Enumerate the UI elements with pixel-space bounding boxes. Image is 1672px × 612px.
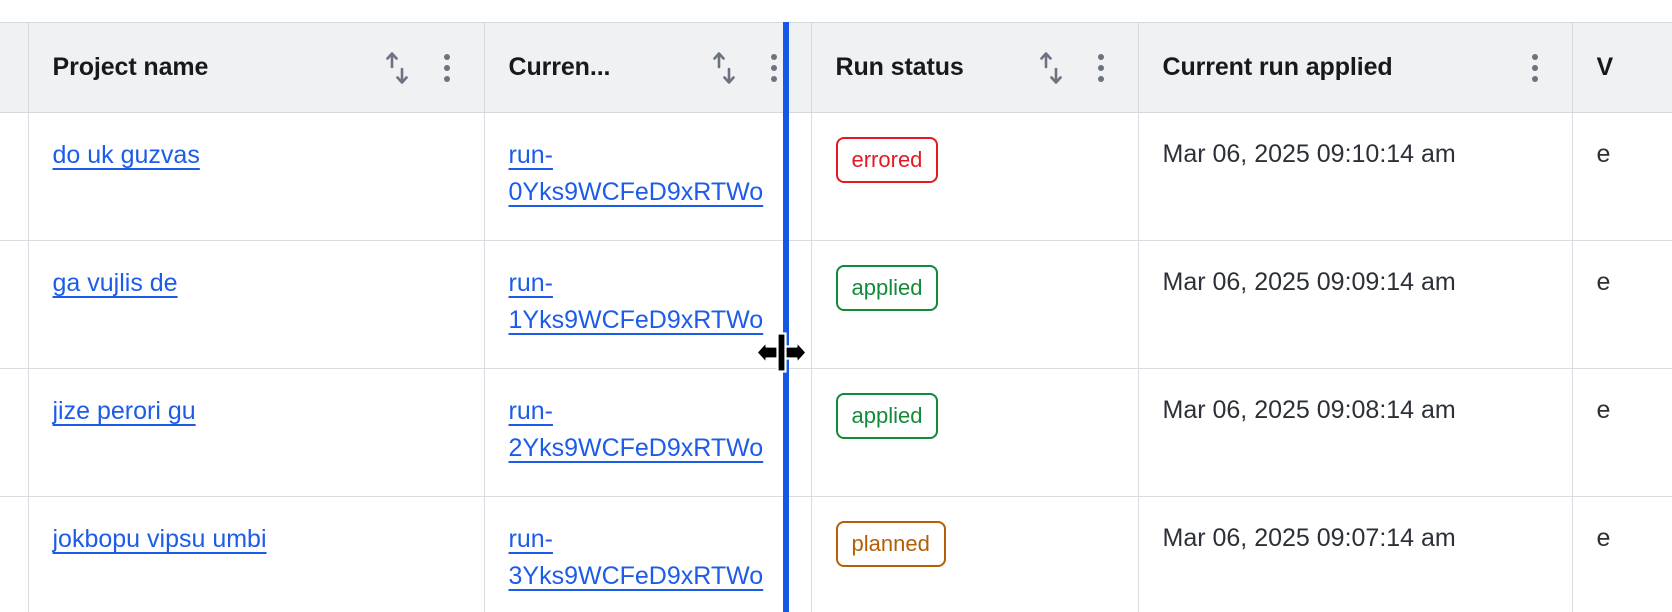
status-badge: applied [835,265,939,311]
top-strip [0,0,1672,22]
cell-run-status: applied [811,368,1139,497]
kebab-menu-icon[interactable] [1522,48,1548,88]
status-badge: planned [835,521,946,567]
sort-arrows-icon[interactable] [1036,48,1066,88]
timestamp-text: Mar 06, 2025 09:09:14 am [1162,268,1456,296]
sort-arrows-icon[interactable] [382,48,412,88]
kebab-dot [1531,64,1538,71]
cell-current-run: run-0Yks9WCFeD9xRTWo [484,112,812,241]
current-run-link[interactable]: run-2Yks9WCFeD9xRTWo [508,397,764,462]
timestamp-text: Mar 06, 2025 09:08:14 am [1162,396,1456,424]
current-run-link[interactable]: run-3Yks9WCFeD9xRTWo [508,525,764,590]
column-header-label-current-run-applied: Current run applied [1162,53,1393,81]
row-select-cell[interactable] [0,496,29,612]
column-header-label-project-name: Project name [52,53,209,81]
project-name-link[interactable]: jize perori gu [52,397,196,425]
timestamp-text: Mar 06, 2025 09:07:14 am [1162,524,1456,552]
cell-current-run: run-1Yks9WCFeD9xRTWo [484,240,812,369]
row-select-cell[interactable] [0,368,29,497]
cell-next: e [1572,240,1672,369]
table-row[interactable]: jokbopu vipsu umbi run-3Yks9WCFeD9xRTWo … [0,496,1672,612]
cell-current-run: run-3Yks9WCFeD9xRTWo [484,496,812,612]
next-column-text: e [1596,396,1611,424]
cell-current-run-applied: Mar 06, 2025 09:09:14 am [1138,240,1573,369]
kebab-dot [443,53,450,60]
cell-next: e [1572,496,1672,612]
table-body: do uk guzvas run-0Yks9WCFeD9xRTWo errore… [0,112,1672,612]
timestamp-text: Mar 06, 2025 09:10:14 am [1162,140,1456,168]
header-row: Project name [0,22,1672,113]
table-row[interactable]: ga vujlis de run-1Yks9WCFeD9xRTWo applie… [0,240,1672,369]
kebab-menu-icon[interactable] [1088,48,1114,88]
kebab-dot [770,75,777,82]
cell-current-run-applied: Mar 06, 2025 09:08:14 am [1138,368,1573,497]
kebab-dot [1097,64,1104,71]
column-header-current-run-applied[interactable]: Current run applied [1138,22,1573,113]
current-run-link[interactable]: run-1Yks9WCFeD9xRTWo [508,269,764,334]
status-badge: applied [835,393,939,439]
row-select-cell[interactable] [0,112,29,241]
kebab-dot [1531,53,1538,60]
project-name-link[interactable]: do uk guzvas [52,141,200,169]
kebab-dot [770,64,777,71]
column-header-current-run[interactable]: Curren... [484,22,812,113]
cell-project-name: jize perori gu [28,368,485,497]
next-column-text: e [1596,140,1611,168]
table-header: Project name [0,22,1672,113]
projects-table: Project name [0,22,1672,612]
column-header-label-next: V [1596,53,1614,81]
column-header-next[interactable]: V [1572,22,1672,113]
cell-project-name: do uk guzvas [28,112,485,241]
kebab-menu-icon[interactable] [761,48,787,88]
column-resize-indicator[interactable] [783,22,789,612]
column-header-label-current-run: Curren... [508,53,611,81]
row-select-cell[interactable] [0,240,29,369]
cell-run-status: planned [811,496,1139,612]
cell-current-run-applied: Mar 06, 2025 09:10:14 am [1138,112,1573,241]
kebab-dot [1097,75,1104,82]
column-header-label-run-status: Run status [835,53,964,81]
column-header-run-status[interactable]: Run status [811,22,1139,113]
kebab-dot [443,64,450,71]
cell-project-name: jokbopu vipsu umbi [28,496,485,612]
table-row[interactable]: do uk guzvas run-0Yks9WCFeD9xRTWo errore… [0,112,1672,241]
next-column-text: e [1596,524,1611,552]
cell-current-run: run-2Yks9WCFeD9xRTWo [484,368,812,497]
project-name-link[interactable]: jokbopu vipsu umbi [52,525,267,553]
kebab-dot [770,53,777,60]
column-header-project-name[interactable]: Project name [28,22,485,113]
column-header-select[interactable] [0,22,29,113]
project-name-link[interactable]: ga vujlis de [52,269,178,297]
cell-next: e [1572,368,1672,497]
kebab-dot [1097,53,1104,60]
cell-run-status: errored [811,112,1139,241]
cell-run-status: applied [811,240,1139,369]
cell-next: e [1572,112,1672,241]
kebab-menu-icon[interactable] [434,48,460,88]
status-badge: errored [835,137,939,183]
table-row[interactable]: jize perori gu run-2Yks9WCFeD9xRTWo appl… [0,368,1672,497]
cell-project-name: ga vujlis de [28,240,485,369]
sort-arrows-icon[interactable] [709,48,739,88]
cell-current-run-applied: Mar 06, 2025 09:07:14 am [1138,496,1573,612]
kebab-dot [1531,75,1538,82]
next-column-text: e [1596,268,1611,296]
current-run-link[interactable]: run-0Yks9WCFeD9xRTWo [508,141,764,206]
kebab-dot [443,75,450,82]
